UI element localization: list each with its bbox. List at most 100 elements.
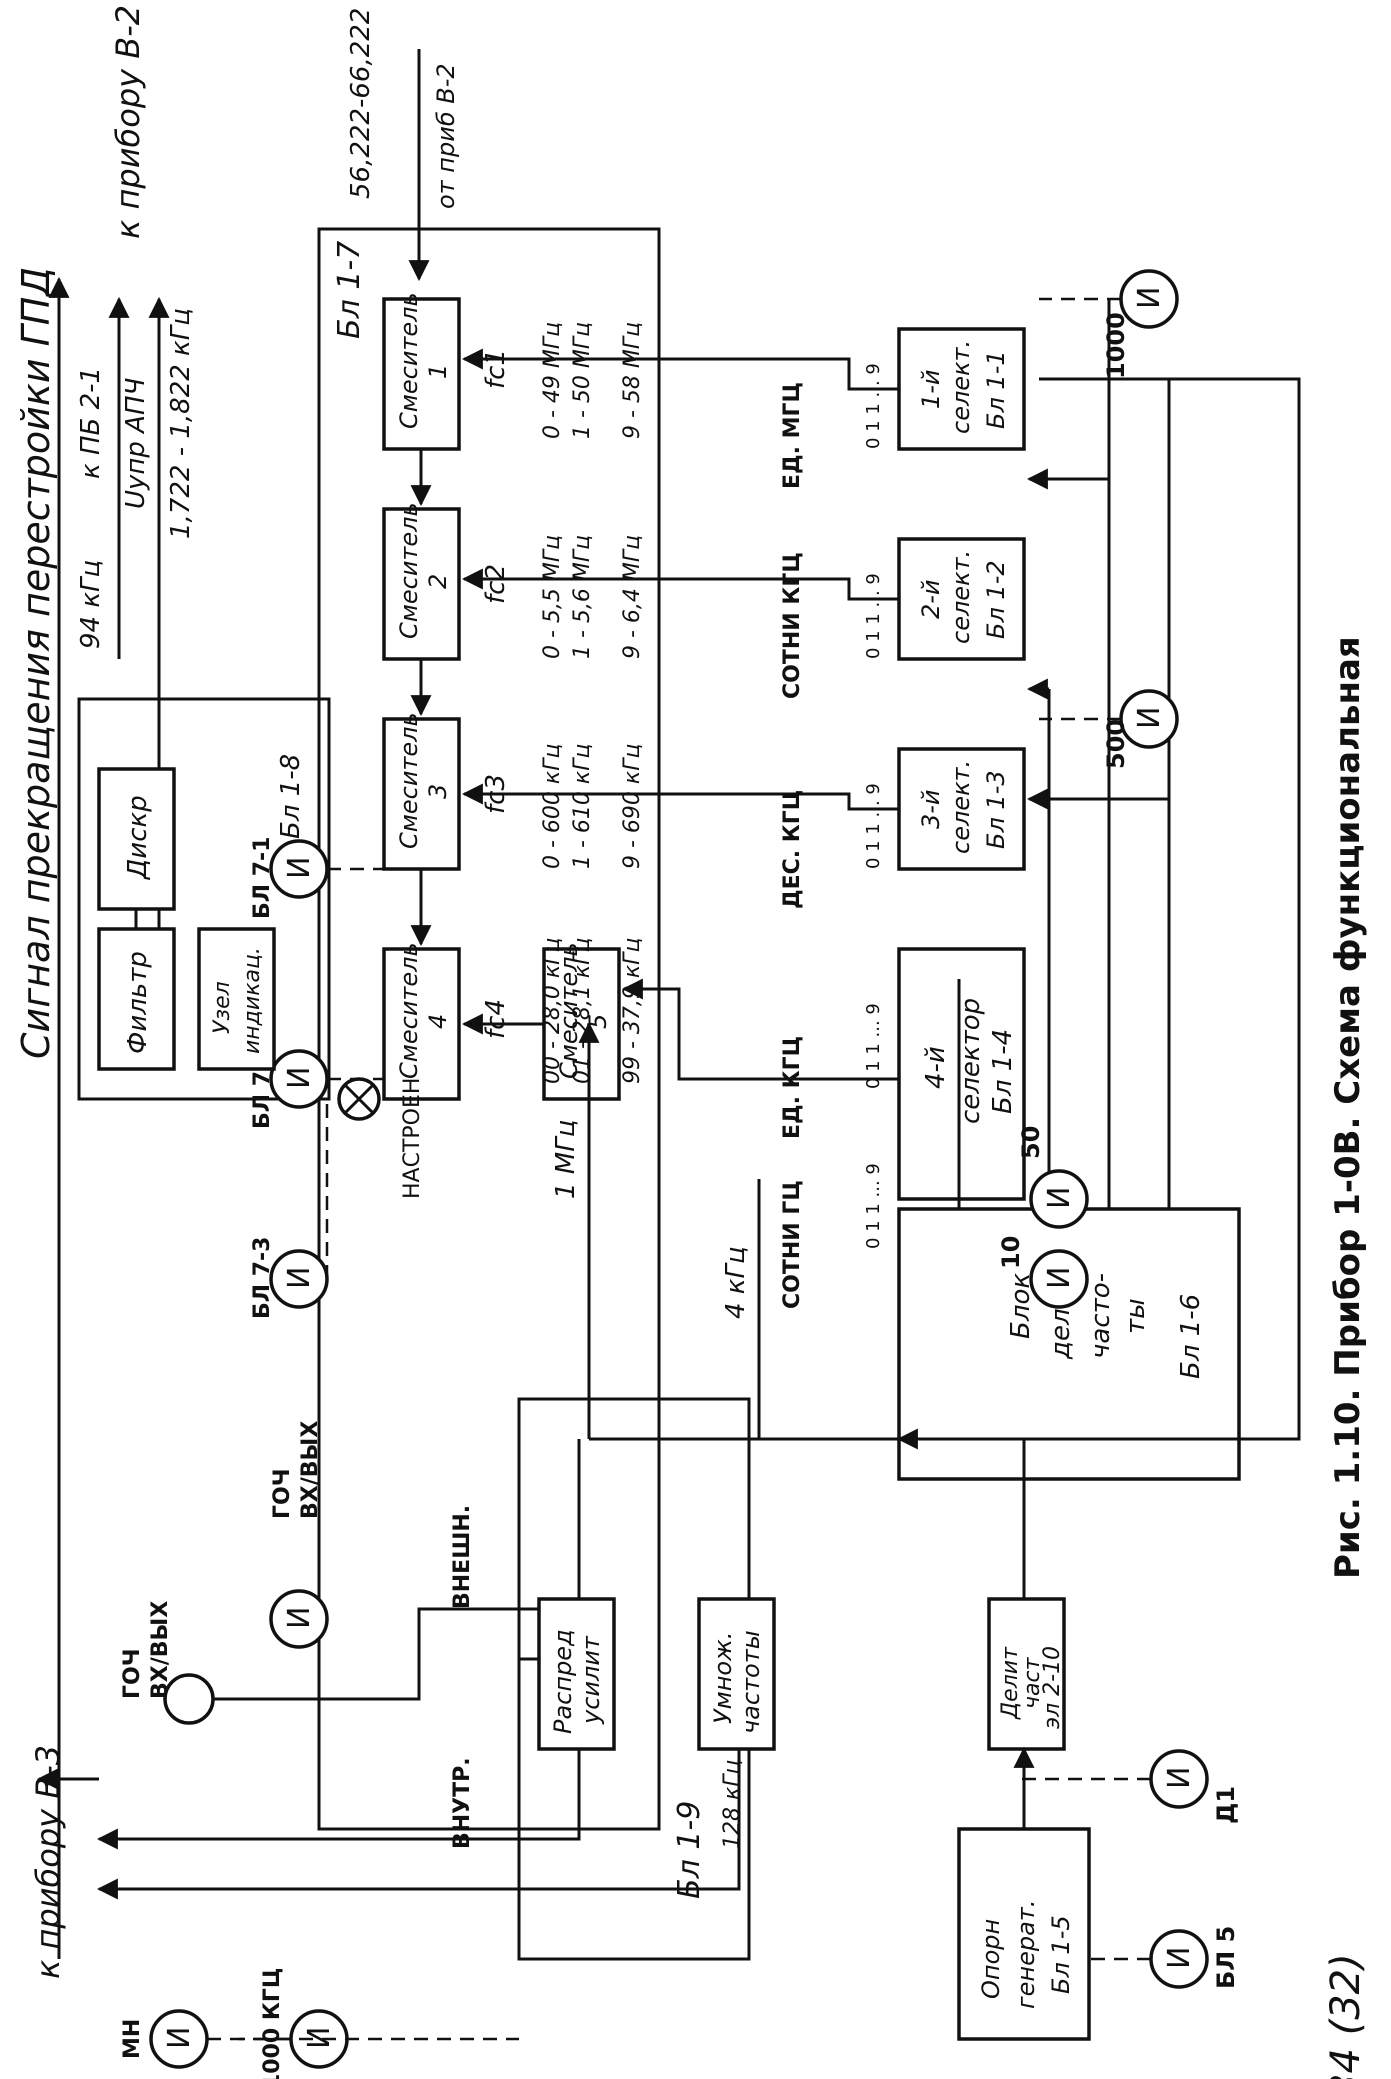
selector-4-b: селектор (956, 998, 986, 1124)
switch-ed-khz: ЕД. КГЦ (780, 1036, 805, 1139)
mixer-4-num: 4 (424, 1014, 452, 1029)
meter-bl72-glyph: И (282, 1067, 317, 1089)
range-f4-b: 01 - 28,1 кГц (570, 938, 595, 1084)
meter-1000-glyph: И (1132, 287, 1167, 309)
meter-bl5-glyph: И (1162, 1947, 1197, 1969)
meter-1000khz-label: 1000 КГЦ (260, 1968, 285, 2079)
switch-sotni-khz: СОТНИ КГЦ (780, 552, 805, 699)
refgen-a: Опорн (977, 1919, 1005, 1999)
mixer-3-label: Смеситель (395, 712, 423, 849)
mixer-2-label: Смеситель (395, 502, 423, 639)
switch-ed-mhz: ЕД. МГЦ (780, 382, 805, 489)
selector-3-a: 3-й (917, 789, 945, 829)
meter-50-glyph: И (1042, 1187, 1077, 1209)
range-f2-a: 0 - 5,5 МГц (540, 535, 565, 659)
meter-10-label: 10 (997, 1236, 1025, 1269)
goch-connector-icon (163, 1673, 215, 1725)
mixer-4-block (382, 947, 461, 1101)
divider-c: часто- (1086, 1273, 1116, 1359)
vnesh-label: ВНЕШН. (450, 1505, 475, 1609)
wire-1mhz: 1 МГц (551, 1120, 581, 1199)
selector-2-b: селект. (947, 550, 975, 644)
meter-1000khz-glyph: И (302, 2027, 337, 2049)
goch-meter (269, 1589, 329, 1649)
frame-bl17 (317, 227, 661, 1831)
meter-bl73-label: БЛ 7-3 (250, 1237, 275, 1319)
meter-10 (1029, 1249, 1089, 1309)
selector-3-c: Бл 1-3 (982, 770, 1010, 849)
input-from: от приб В-2 (432, 63, 460, 209)
discr-label: Дискр (123, 795, 153, 880)
selector-4-c: Бл 1-4 (988, 1029, 1018, 1114)
div210-c: эл 2-10 (1040, 1646, 1065, 1729)
meter-bl73-glyph: И (282, 1267, 317, 1289)
range-f1-c: 9 - 58 МГц (620, 322, 645, 439)
meter-10-glyph: И (1042, 1267, 1077, 1289)
switch-des-khz: ДЕС. КГЦ (780, 790, 805, 909)
mixer-5-label: Смеситель (555, 942, 583, 1079)
signal-title: Сигнал прекращения перестройки ГПД (14, 267, 58, 1059)
switch-contacts-1: 0 1 1 ... 9 (863, 363, 884, 449)
meter-mn-glyph: И (162, 2027, 197, 2049)
distamp-b: усилит (577, 1635, 605, 1725)
distamp-a: Распред (549, 1629, 577, 1734)
mixer-3-num: 3 (424, 784, 452, 799)
goch-left-a: ГОЧ (120, 1649, 145, 1700)
meter-1000-label: 1000 (1102, 312, 1130, 379)
meter-bl5-label: БЛ 5 (1212, 1926, 1240, 1989)
selector-4-a: 4-й (921, 1046, 951, 1089)
selector-1-b: селект. (947, 340, 975, 434)
goch-left-b: ВХ/ВЫХ (148, 1601, 173, 1699)
range-f2-b: 1 - 5,6 МГц (570, 535, 595, 659)
mixer-2-num: 2 (424, 574, 452, 589)
meter-bl71-glyph: И (282, 857, 317, 879)
switch-contacts-5: 0 1 1 ... 9 (863, 1163, 884, 1249)
selector-2-c: Бл 1-2 (982, 560, 1010, 639)
meter-500-glyph: И (1132, 707, 1167, 729)
meter-50 (1029, 1169, 1089, 1229)
distamp-block (537, 1597, 616, 1751)
range-f3-a: 0 - 600 кГц (540, 744, 565, 869)
vnutr-label: ВНУТР. (450, 1757, 475, 1849)
mixer-1-label: Смеситель (395, 292, 423, 429)
indicator-a: Узел (210, 981, 235, 1034)
wire-k-pb21: к ПБ 2-1 (76, 367, 106, 479)
wire-1722: 1,722 - 1,822 кГц (166, 308, 196, 539)
switch-contacts-4: 0 1 1 ... 9 (863, 1003, 884, 1089)
fc4-label: fс4 (481, 999, 511, 1039)
meter-mn-label: МН (120, 2019, 145, 2059)
fc2-label: fс2 (481, 564, 511, 604)
selector-4-block (897, 947, 1026, 1201)
divider-e: Бл 1-6 (1176, 1294, 1206, 1379)
range-f4-a: 00 - 28,0 кГц (540, 938, 565, 1084)
range-f1-a: 0 - 49 МГц (540, 322, 565, 439)
figure-caption: Рис. 1.10. Прибор 1-0В. Схема функционал… (1328, 636, 1368, 1579)
range-f4-c: 99 - 37,9 кГц (620, 938, 645, 1084)
div210-b: част (1020, 1656, 1045, 1709)
switch-contacts-3: 0 1 1 ... 9 (863, 783, 884, 869)
range-f3-c: 9 - 690 кГц (620, 744, 645, 869)
refgen-c: Бл 1-5 (1047, 1915, 1075, 1994)
meter-bl71-label: БЛ 7-1 (250, 837, 275, 919)
label-bl17: Бл 1-7 (332, 241, 367, 339)
mult-block (697, 1597, 776, 1751)
selector-2-a: 2-й (917, 579, 945, 619)
label-bl18: Бл 1-8 (276, 754, 306, 839)
wire-apch: Uупр АПЧ (121, 377, 151, 509)
mixer-1-num: 1 (424, 364, 452, 379)
indicator-b: индикац. (240, 947, 265, 1054)
selector-3-b: селект. (947, 760, 975, 854)
input-freq: 56,222-66,222 МГц (346, 0, 376, 199)
switch-sotni-hz: СОТНИ ГЦ (780, 1180, 805, 1309)
to-instrument-b2: к прибору В-2 (109, 5, 147, 239)
meter-500-label: 500 (1102, 719, 1130, 769)
meter-50-label: 50 (1017, 1126, 1045, 1159)
indicator-block (197, 927, 276, 1071)
mult-a: Умнож. (709, 1632, 737, 1724)
filter-label: Фильтр (123, 951, 153, 1054)
refgen-b: генерат. (1012, 1900, 1040, 2009)
goch-meter-glyph: И (282, 1607, 317, 1629)
range-f3-b: 1 - 610 кГц (570, 744, 595, 869)
meter-d1-label: Д1 (1212, 1786, 1240, 1824)
